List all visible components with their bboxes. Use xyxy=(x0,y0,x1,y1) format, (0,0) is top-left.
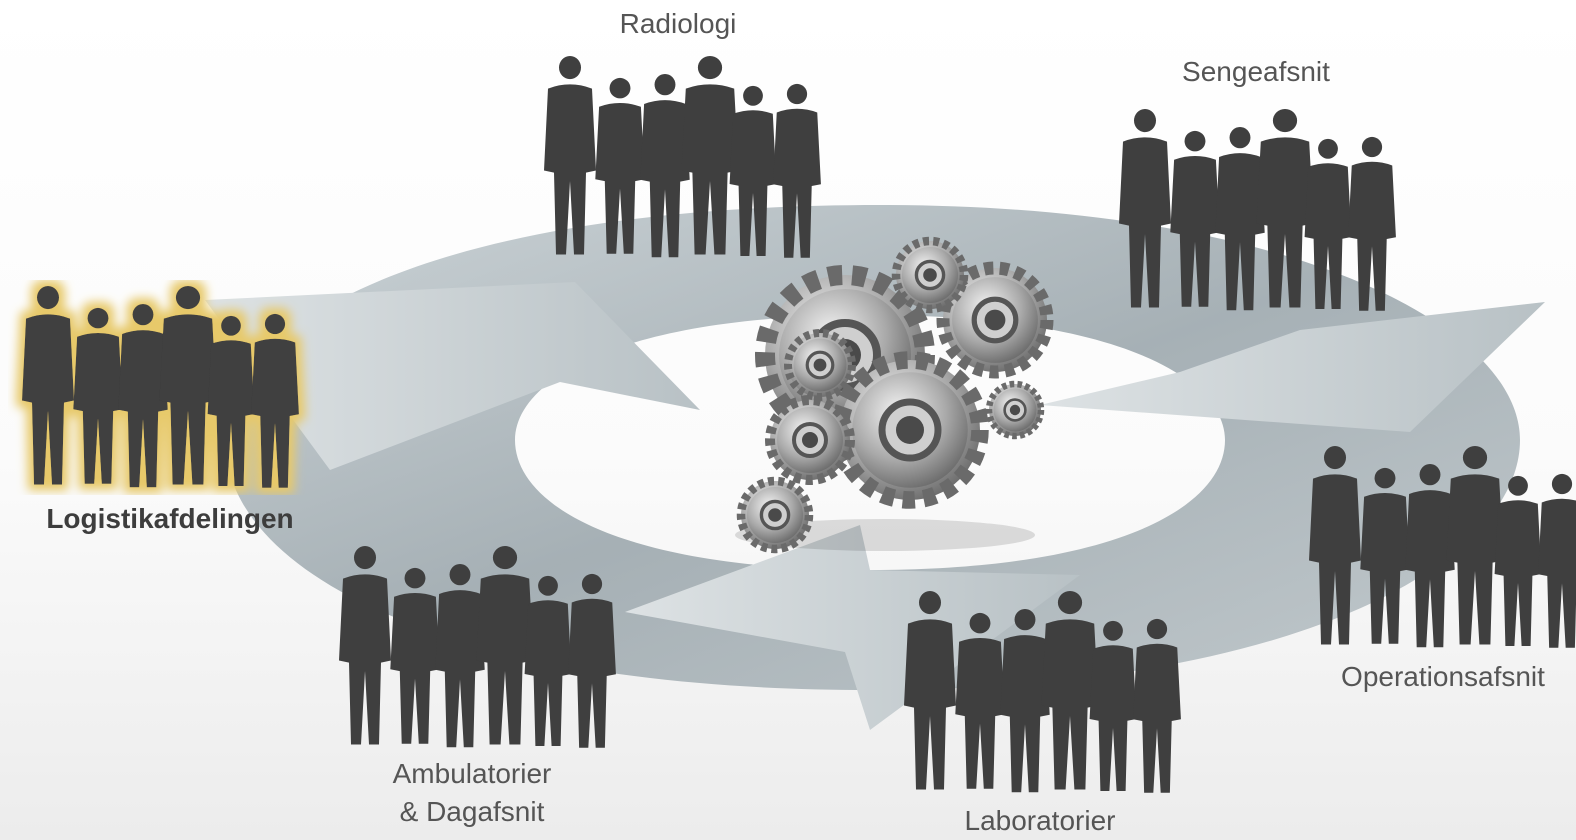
department-label-ambulatorier-line1: Ambulatorier xyxy=(392,758,552,789)
department-label-sengeafsnit: Sengeafsnit xyxy=(1182,56,1330,87)
people-silhouette-icon xyxy=(895,590,1195,795)
arrow-head-left xyxy=(205,282,700,470)
people-silhouette-icon xyxy=(8,280,318,495)
people-silhouette-icon xyxy=(330,545,630,750)
department-label-ambulatorier: Ambulatorier & Dagafsnit xyxy=(352,755,592,831)
department-label-laboratorier: Laboratorier xyxy=(964,805,1116,836)
people-silhouette-icon xyxy=(535,55,835,260)
arrow-head-right xyxy=(1040,302,1545,432)
department-label-logistik: Logistikafdelingen xyxy=(46,503,294,534)
arrow-head-bottom xyxy=(625,525,1080,730)
department-label-radiologi: Radiologi xyxy=(619,8,737,39)
department-label-operation: Operationsafsnit xyxy=(1341,661,1545,692)
people-silhouette-icon xyxy=(1300,445,1576,650)
department-label-ambulatorier-line2: & Dagafsnit xyxy=(399,796,545,827)
people-silhouette-icon xyxy=(1110,108,1410,313)
gears-icon xyxy=(735,235,1065,555)
